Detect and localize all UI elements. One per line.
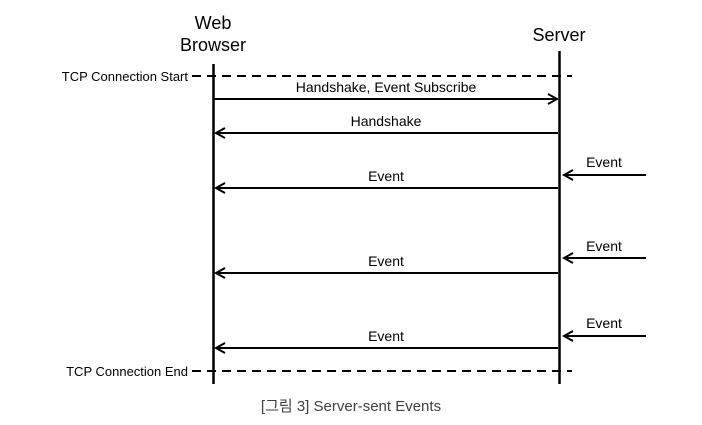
message-label-handshake-subscribe: Handshake, Event Subscribe [295,79,477,95]
message-label-handshake: Handshake [350,113,422,129]
actor-title-web-browser-line1: Web [194,13,232,33]
external-event-label-3: Event [586,315,622,331]
external-event-label-1: Event [586,154,622,170]
actor-title-server: Server [499,24,619,46]
external-event-label-2: Event [586,238,622,254]
message-label-event-2: Event [368,253,404,269]
actor-title-server-line1: Server [532,25,586,45]
figure-caption: [그림 3] Server-sent Events [260,398,442,415]
message-label-event-1: Event [368,168,404,184]
message-label-event-3: Event [368,328,404,344]
actor-title-web-browser: Web Browser [153,12,273,56]
tcp-connection-start-label: TCP Connection Start [61,69,188,84]
actor-title-web-browser-line2: Browser [179,35,246,55]
tcp-connection-end-label: TCP Connection End [66,364,188,379]
